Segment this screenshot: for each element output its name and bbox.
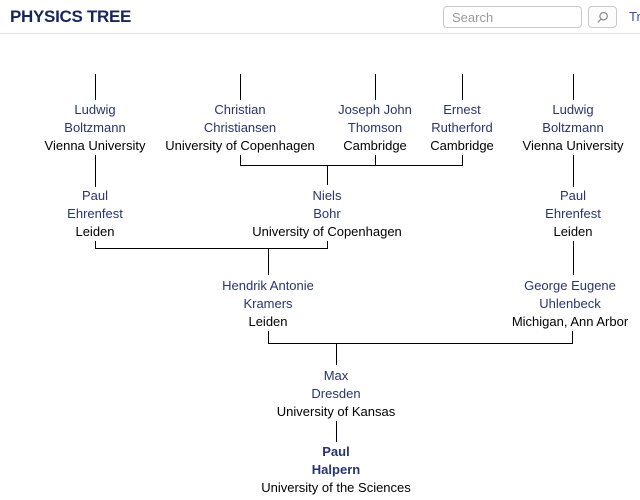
person-link[interactable]: Hendrik Antonie Kramers xyxy=(222,278,314,311)
person-link[interactable]: Paul Halpern xyxy=(311,444,361,477)
connector-line xyxy=(327,241,328,249)
person-node: Ernest Rutherford Cambridge xyxy=(377,101,547,155)
person-node: Christian Christiansen University of Cop… xyxy=(155,101,325,155)
person-link[interactable]: Max Dresden xyxy=(311,368,361,401)
institution-label: Vienna University xyxy=(44,138,146,153)
person-link[interactable]: Niels Bohr xyxy=(312,188,342,221)
person-link[interactable]: Ernest Rutherford xyxy=(431,102,493,135)
connector-line xyxy=(462,74,463,100)
institution-label: Cambridge xyxy=(430,138,494,153)
connector-line xyxy=(95,74,96,100)
person-link[interactable]: Christian Christiansen xyxy=(203,102,277,135)
connector-line xyxy=(573,74,574,100)
person-node: Niels Bohr University of Copenhagen xyxy=(242,187,412,241)
institution-label: Vienna University xyxy=(522,138,624,153)
site-title[interactable]: PHYSICS TREE xyxy=(10,7,132,26)
connector-line xyxy=(573,155,574,187)
institution-label: University of the Sciences xyxy=(261,480,411,495)
person-node-focus: Paul Halpern University of the Sciences xyxy=(251,443,421,497)
person-link[interactable]: Ludwig Boltzmann xyxy=(64,102,126,135)
connector-line xyxy=(95,241,96,249)
connector-line xyxy=(240,155,241,166)
person-link[interactable]: Paul Ehrenfest xyxy=(67,188,123,221)
connector-line xyxy=(375,155,376,166)
connector-line xyxy=(95,155,96,187)
person-node: Joseph John Thomson Cambridge xyxy=(290,101,460,155)
institution-label: Michigan, Ann Arbor xyxy=(511,314,629,329)
person-node: Hendrik Antonie Kramers Leiden xyxy=(183,277,353,331)
nav-link-clipped[interactable]: Tr xyxy=(629,9,640,24)
person-node: George Eugene Uhlenbeck Michigan, Ann Ar… xyxy=(485,277,640,331)
institution-label: Leiden xyxy=(553,224,593,239)
connector-line xyxy=(268,331,269,344)
person-link[interactable]: Joseph John Thomson xyxy=(338,102,412,135)
connector-line xyxy=(268,249,269,275)
person-node: Max Dresden University of Kansas xyxy=(251,367,421,421)
person-node: Paul Ehrenfest Leiden xyxy=(488,187,640,241)
connector-line xyxy=(462,155,463,166)
connector-line xyxy=(573,241,574,275)
genealogy-tree: Ludwig Boltzmann Vienna University Chris… xyxy=(0,35,640,500)
person-link[interactable]: Ludwig Boltzmann xyxy=(542,102,604,135)
magnifier-icon xyxy=(596,11,609,24)
connector-line xyxy=(240,74,241,100)
institution-label: Leiden xyxy=(75,224,115,239)
connector-line xyxy=(375,74,376,100)
top-header: PHYSICS TREE Tr xyxy=(0,0,640,34)
person-node: Paul Ehrenfest Leiden xyxy=(10,187,180,241)
connector-line xyxy=(336,421,337,442)
institution-label: University of Kansas xyxy=(276,404,396,419)
institution-label: Cambridge xyxy=(343,138,407,153)
institution-label: University of Copenhagen xyxy=(165,138,315,153)
institution-label: Leiden xyxy=(248,314,288,329)
connector-line xyxy=(572,331,573,344)
connector-line xyxy=(268,343,573,344)
search-button[interactable] xyxy=(588,6,617,28)
connector-line xyxy=(336,344,337,365)
institution-label: University of Copenhagen xyxy=(252,224,402,239)
connector-line xyxy=(240,165,463,166)
person-node: Ludwig Boltzmann Vienna University xyxy=(488,101,640,155)
connector-line xyxy=(327,166,328,185)
person-node: Ludwig Boltzmann Vienna University xyxy=(10,101,180,155)
person-link[interactable]: Paul Ehrenfest xyxy=(545,188,601,221)
person-link[interactable]: George Eugene Uhlenbeck xyxy=(524,278,616,311)
connector-line xyxy=(95,248,328,249)
search-input[interactable] xyxy=(443,6,582,28)
